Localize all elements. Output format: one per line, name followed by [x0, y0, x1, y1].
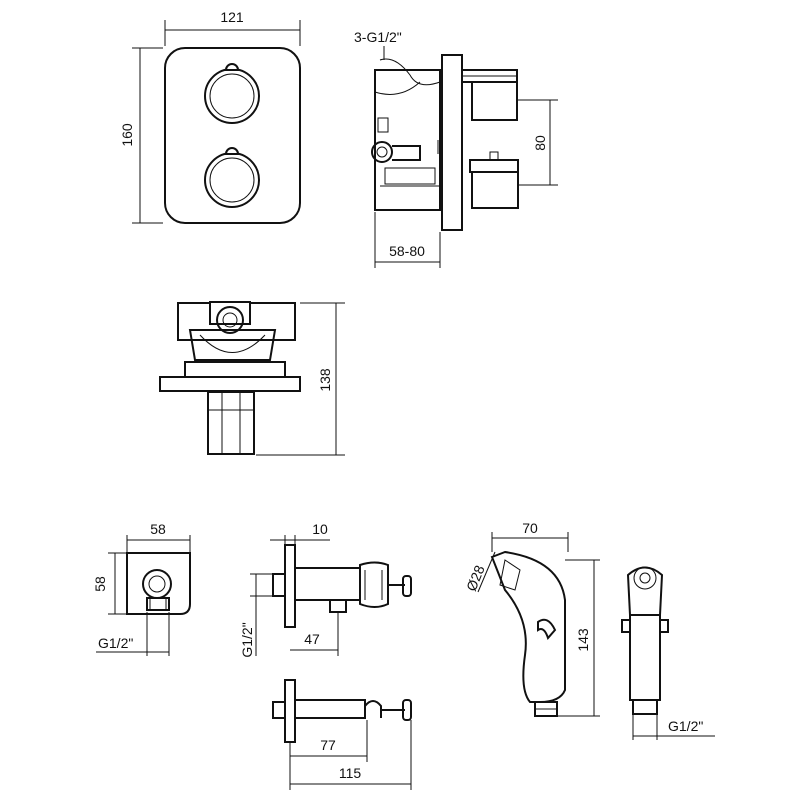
valve-handle-body — [359, 561, 389, 608]
dim-valve-plate: 10 — [312, 521, 328, 537]
lower-cartridge — [471, 171, 519, 209]
dim-spray-height: 143 — [575, 628, 591, 652]
upper-cartridge — [471, 81, 518, 121]
dim-spray-length: 70 — [522, 520, 538, 536]
wall-elbow-view: 58 58 G1/2" — [92, 521, 191, 656]
valve-plate — [284, 544, 296, 628]
spray-side-view: 70 Ø28 143 — [463, 520, 600, 717]
lower-knob-icon — [204, 147, 260, 208]
valve-side-view: 10 G1/2" 47 — [239, 521, 412, 658]
dim-elbow-height: 58 — [92, 576, 108, 592]
dim-elbow-thread: G1/2" — [98, 635, 133, 651]
spray-handle-front — [629, 614, 661, 701]
dim-holder-reach: 77 — [320, 737, 336, 753]
dim-valve-thread: G1/2" — [239, 622, 255, 657]
dim-wall-depth: 58-80 — [389, 243, 425, 259]
dim-valve-outlet: 47 — [304, 631, 320, 647]
dim-inlet-thread: 3-G1/2" — [354, 29, 402, 45]
spray-head — [626, 566, 664, 616]
side-view: 3-G1/2" 80 58-80 — [354, 29, 558, 268]
elbow-outlet-icon — [142, 569, 172, 599]
lower-cartridge-cap — [469, 159, 519, 173]
side-body — [374, 69, 441, 211]
dim-holder-length: 115 — [339, 765, 362, 781]
top-body — [177, 302, 296, 341]
valve-top-view: 77 115 — [272, 679, 412, 790]
faceplate-outline — [164, 47, 301, 224]
side-plate — [441, 54, 463, 231]
dim-plate-width: 121 — [220, 9, 244, 25]
spray-trigger — [537, 618, 557, 640]
top-cartridge — [207, 391, 255, 455]
spray-front-view: G1/2" — [621, 566, 715, 740]
elbow-plate — [126, 552, 191, 615]
top-plate — [159, 376, 301, 392]
dim-elbow-width: 58 — [150, 521, 166, 537]
dim-outlet-spacing: 80 — [532, 135, 548, 151]
valve-knob — [402, 575, 412, 597]
holder-plate — [284, 679, 296, 743]
top-view: 138 — [159, 301, 345, 456]
holder-knob — [402, 699, 412, 721]
dim-plate-height: 160 — [119, 123, 135, 147]
dim-spray-thread: G1/2" — [668, 718, 703, 734]
front-plate-view: 121 160 — [119, 9, 301, 224]
spray-nozzle-icon — [633, 566, 657, 590]
dim-body-height: 138 — [317, 368, 333, 392]
upper-knob-icon — [204, 63, 260, 124]
